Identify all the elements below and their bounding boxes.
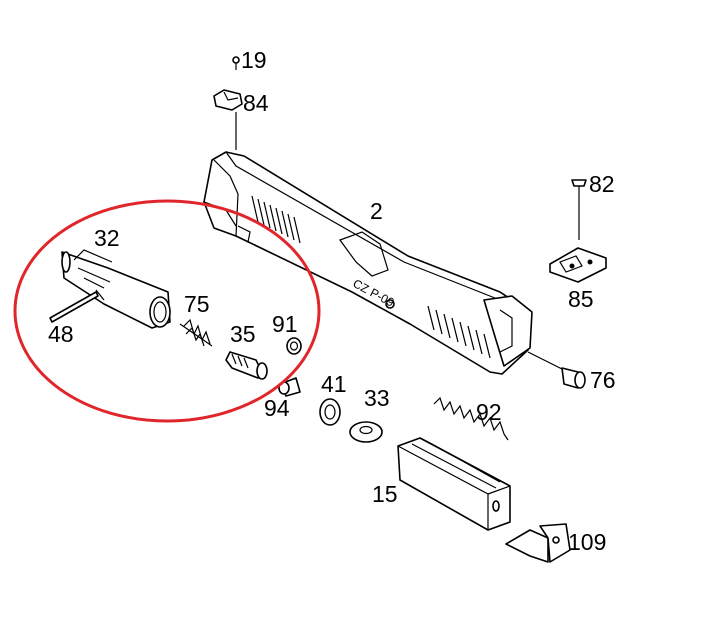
- part-labels: 19 84 82 2 32 85 75 91 48 35 76 41 33 94…: [48, 47, 616, 555]
- part-33-cap: [349, 421, 383, 443]
- part-35-rod: [225, 351, 268, 380]
- label-41: 41: [321, 371, 347, 397]
- label-91: 91: [272, 311, 298, 337]
- label-109: 109: [568, 529, 606, 555]
- part-76-screw: [527, 351, 586, 389]
- highlight-circle: [13, 199, 321, 423]
- part-91-o-ring: [286, 337, 302, 355]
- part-15-block: [397, 437, 511, 531]
- label-19: 19: [241, 47, 267, 73]
- label-85: 85: [568, 286, 594, 312]
- part-41-washer: [319, 398, 341, 426]
- label-92: 92: [476, 399, 502, 425]
- part-92-spring: [433, 396, 509, 441]
- label-35: 35: [230, 321, 256, 347]
- part-19-pin: [232, 56, 240, 70]
- label-2: 2: [370, 198, 383, 224]
- part-84-rear-sight: [213, 89, 243, 150]
- label-48: 48: [48, 321, 74, 347]
- part-85-sight-assembly: [549, 247, 607, 283]
- label-33: 33: [364, 385, 390, 411]
- label-15: 15: [372, 481, 398, 507]
- slide-rear-serrations: [251, 195, 301, 244]
- label-84: 84: [243, 90, 269, 116]
- part-109-bracket: [505, 523, 571, 563]
- part-94-pin: [278, 377, 301, 397]
- label-94: 94: [264, 395, 290, 421]
- label-82: 82: [589, 171, 615, 197]
- part-32-nozzle: [61, 249, 171, 329]
- label-75: 75: [184, 291, 210, 317]
- label-32: 32: [94, 225, 120, 251]
- label-76: 76: [590, 367, 616, 393]
- part-75-spring: [179, 318, 213, 347]
- part-48-pin: [49, 291, 99, 323]
- slide-front-serrations: [427, 305, 491, 359]
- part-2-slide: CZ P-09: [203, 151, 533, 375]
- part-82-screw: [571, 179, 587, 240]
